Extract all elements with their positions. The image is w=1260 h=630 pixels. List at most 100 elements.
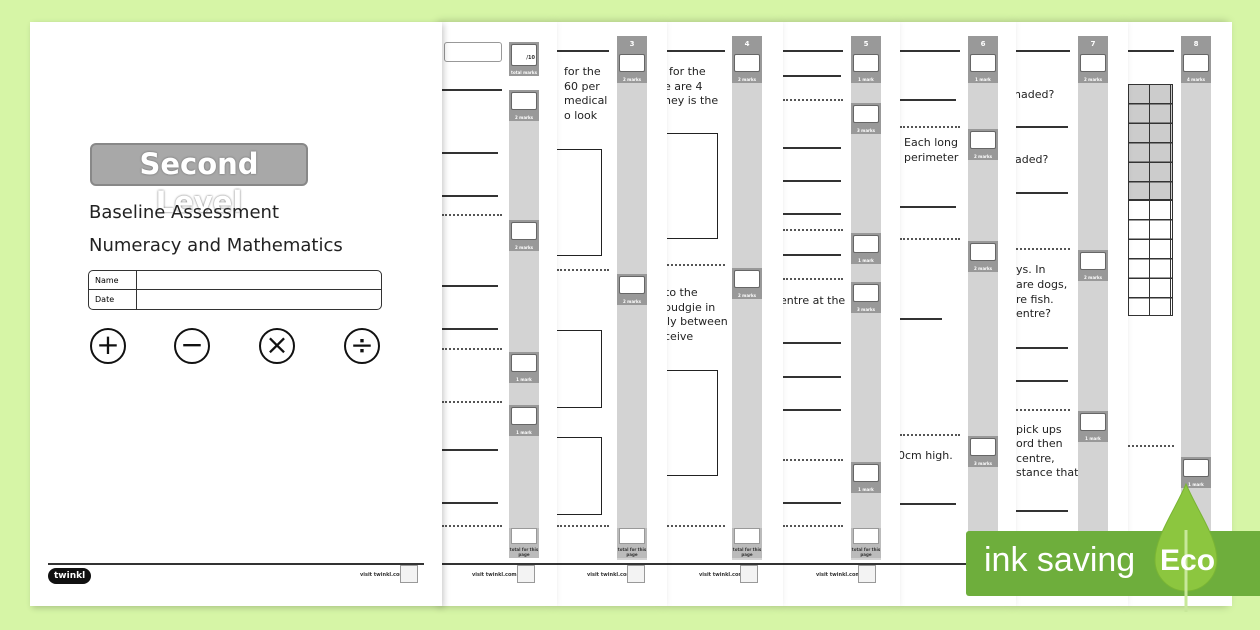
answer-line <box>1016 192 1068 194</box>
answer-box <box>444 42 502 62</box>
answer-line <box>783 254 841 256</box>
question-text: 0cm high. <box>898 449 953 462</box>
question-text: ys. In <box>1016 263 1046 276</box>
divider <box>900 238 960 240</box>
marks-label: 2 marks <box>973 154 993 159</box>
visit-link[interactable]: visit twinkl.com <box>587 572 632 578</box>
marks-box[interactable]: 2 marks <box>1078 250 1108 281</box>
question-text: o look <box>564 109 598 122</box>
blank-grid <box>1128 200 1173 316</box>
marks-label: 2 marks <box>622 77 642 82</box>
marks-box[interactable]: 3 marks <box>851 103 881 134</box>
marks-box[interactable]: 1 mark <box>1078 411 1108 442</box>
marks-box[interactable]: 2 marks <box>509 220 539 251</box>
marks-label: 4 marks <box>1186 77 1206 82</box>
marks-label: total marks <box>511 70 537 75</box>
ink-saving-label: ink saving <box>984 541 1136 579</box>
marks-box[interactable]: 1 mark <box>968 52 998 83</box>
question-text: ceive <box>664 330 694 343</box>
working-box <box>665 370 718 476</box>
marks-box[interactable]: 2 marks <box>732 52 762 83</box>
plus-icon: + <box>90 328 126 364</box>
answer-line <box>1016 50 1070 52</box>
marks-box[interactable]: 3 marks <box>851 282 881 313</box>
marks-box[interactable]: 1 mark <box>509 352 539 383</box>
answer-line <box>900 318 942 320</box>
visit-link[interactable]: visit twinkl.com <box>472 572 517 578</box>
working-box <box>555 330 602 408</box>
marks-box[interactable]: 2 marks <box>968 241 998 272</box>
marks-label: 3 marks <box>856 307 876 312</box>
answer-line <box>783 409 841 411</box>
page-total-box[interactable]: total for this page <box>851 528 881 558</box>
question-text: ney is the <box>664 94 719 107</box>
visit-link[interactable]: visit twinkl.com <box>816 572 861 578</box>
divider <box>667 525 725 527</box>
divider <box>783 229 843 231</box>
answer-line <box>442 195 498 197</box>
shaded-grid <box>1128 84 1173 200</box>
marks-column: 5 1 mark 3 marks 1 mark 3 marks 1 mark t… <box>851 36 881 560</box>
answer-line <box>1016 126 1068 128</box>
marks-box[interactable]: 1 mark <box>509 405 539 436</box>
marks-label: 1 mark <box>975 77 991 82</box>
marks-box[interactable]: 2 marks <box>732 268 762 299</box>
divider <box>783 525 843 527</box>
page-total-box[interactable]: total for this page <box>509 528 539 558</box>
page-number: 8 <box>1181 36 1211 52</box>
answer-line <box>442 89 502 91</box>
visit-link[interactable]: visit twinkl.com <box>360 572 405 578</box>
answer-line <box>900 503 956 505</box>
marks-box[interactable]: 4 marks <box>1181 52 1211 83</box>
question-text: ord then <box>1016 437 1063 450</box>
cover-page: Second Level Baseline Assessment Numerac… <box>30 22 442 606</box>
question-text: to the <box>665 286 698 299</box>
worksheet-page-7: haded? aded? ys. In are dogs, re fish. e… <box>1014 22 1128 606</box>
divider <box>442 525 502 527</box>
marks-box[interactable]: 2 marks <box>617 52 647 83</box>
page-total-box[interactable]: total for this page <box>617 528 647 558</box>
marks-box[interactable]: 2 marks <box>617 274 647 305</box>
question-text: centre, <box>1016 452 1055 465</box>
level-badge: Second Level <box>90 143 308 219</box>
marks-box[interactable]: 2 marks <box>509 90 539 121</box>
answer-line <box>783 213 841 215</box>
question-text: Each long <box>904 136 958 149</box>
question-text: perimeter <box>904 151 959 164</box>
page-total-label: total for this page <box>851 547 881 557</box>
page-number: 4 <box>732 36 762 52</box>
question-text: are dogs, <box>1016 278 1068 291</box>
marks-box[interactable]: 1 mark <box>851 462 881 493</box>
page-number: 5 <box>851 36 881 52</box>
minus-icon: − <box>174 328 210 364</box>
question-text: for the <box>669 65 706 78</box>
marks-box[interactable]: 2 marks <box>1078 52 1108 83</box>
marks-label: 3 marks <box>973 461 993 466</box>
quality-stamp-icon <box>400 565 418 583</box>
marks-label: 1 mark <box>1085 436 1101 441</box>
marks-column: 8 4 marks 1 mark <box>1181 36 1211 560</box>
name-label: Name <box>89 271 137 289</box>
answer-line <box>442 285 498 287</box>
marks-box[interactable]: 1 mark <box>851 233 881 264</box>
page-number: 6 <box>968 36 998 52</box>
answer-line <box>442 449 498 451</box>
quality-stamp-icon <box>517 565 535 583</box>
marks-box[interactable]: 3 marks <box>968 436 998 467</box>
quality-stamp-icon <box>858 565 876 583</box>
question-text: stance that <box>1016 466 1079 479</box>
marks-box[interactable]: 2 marks <box>968 129 998 160</box>
marks-box[interactable]: 1 mark <box>1181 457 1211 488</box>
divider <box>1016 248 1070 250</box>
visit-link[interactable]: visit twinkl.com <box>699 572 744 578</box>
question-text: 60 per <box>564 80 600 93</box>
divider <box>1128 445 1174 447</box>
answer-line <box>783 342 841 344</box>
question-text: re fish. <box>1016 293 1054 306</box>
page-total-box[interactable]: total for this page <box>732 528 762 558</box>
working-box <box>555 437 602 515</box>
marks-box[interactable]: 1 mark <box>851 52 881 83</box>
